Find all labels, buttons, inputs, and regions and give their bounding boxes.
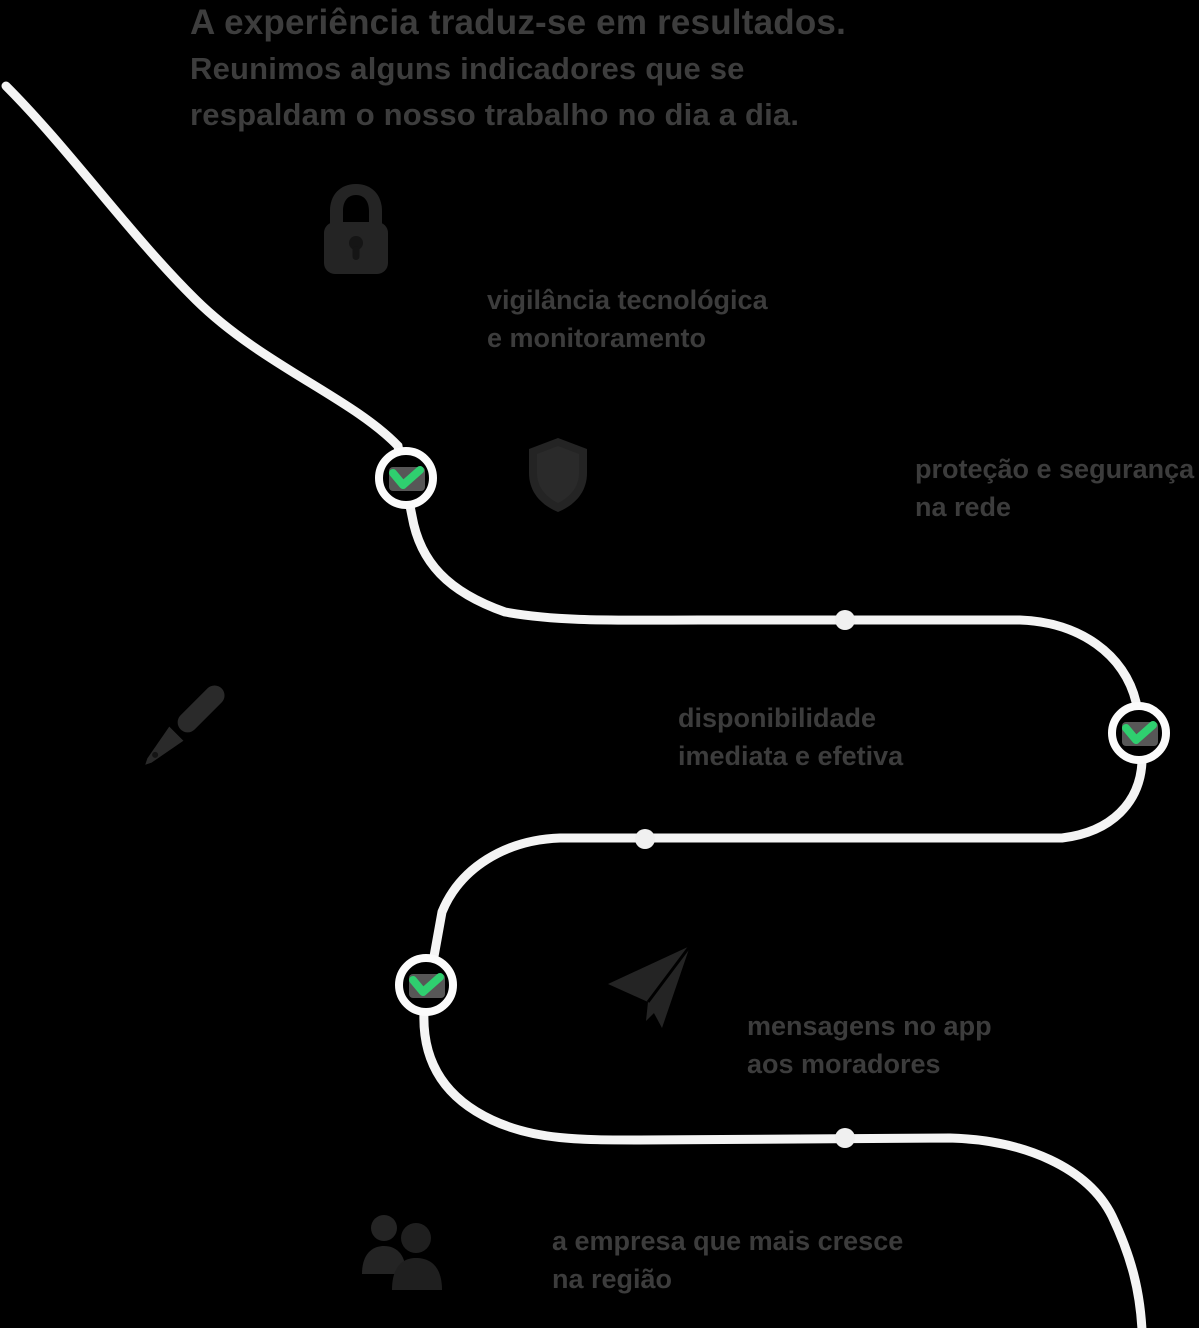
header-block: A experiência traduz-se em resultados. R… — [190, 0, 1010, 138]
milestone-label-shield: proteção e segurança na rede — [915, 450, 1194, 526]
milestone-label-line2: na região — [552, 1264, 673, 1294]
pen-icon — [122, 668, 242, 788]
lock-icon — [318, 180, 394, 280]
checkpoint-node — [375, 447, 437, 509]
milestone-label-lock: vigilância tecnológica e monitoramento — [487, 281, 768, 357]
checkpoint-node — [395, 954, 457, 1016]
milestone-label-pen: disponibilidade imediata e efetiva — [678, 699, 903, 775]
milestone-label-line1: vigilância tecnológica — [487, 285, 768, 315]
milestone-label-line1: a empresa que mais cresce — [552, 1226, 904, 1256]
checkpoint-node — [1108, 702, 1170, 764]
milestone-label-line1: mensagens no app — [747, 1011, 992, 1041]
milestone-label-line1: proteção e segurança — [915, 454, 1195, 484]
checkmark-icon — [409, 973, 444, 996]
page-subtitle-line1: Reunimos alguns indicadores que se — [190, 51, 745, 86]
checkmark-icon — [1122, 721, 1157, 744]
path-dot — [835, 610, 855, 630]
milestone-label-people: a empresa que mais cresce na região — [552, 1222, 903, 1298]
page-title: A experiência traduz-se em resultados. — [190, 3, 846, 42]
journey-path — [1, 81, 1147, 1328]
milestone-label-line2: imediata e efetiva — [678, 741, 904, 771]
paper-plane-icon — [602, 940, 694, 1032]
page-subtitle-line2: respaldam o nosso trabalho no dia a dia. — [190, 97, 800, 132]
path-dot — [635, 829, 655, 849]
checkmark-icon — [389, 466, 424, 489]
milestone-label-line2: e monitoramento — [487, 323, 707, 353]
milestone-label-line1: disponibilidade — [678, 703, 877, 733]
milestone-label-line2: na rede — [915, 492, 1012, 522]
milestone-label-line2: aos moradores — [747, 1049, 941, 1079]
path-dot — [835, 1128, 855, 1148]
milestone-label-plane: mensagens no app aos moradores — [747, 1007, 992, 1083]
shield-icon — [524, 436, 592, 514]
people-icon — [352, 1202, 448, 1294]
